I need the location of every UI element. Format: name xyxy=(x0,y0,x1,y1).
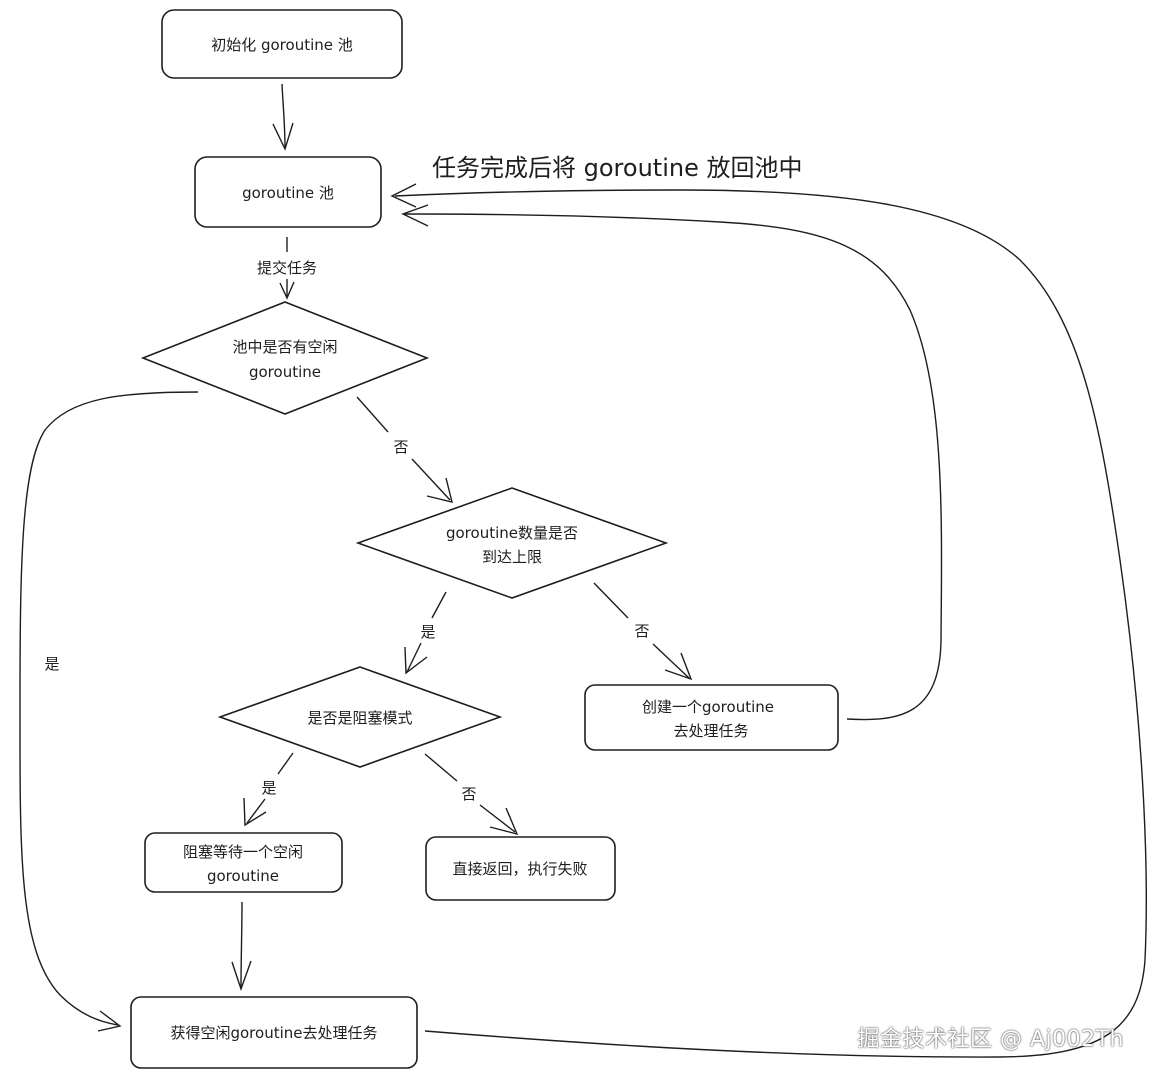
edge-no2-label: 否 xyxy=(634,622,649,640)
node-has-idle-decision xyxy=(140,301,430,415)
edge-init-to-pool-arrowhead xyxy=(272,122,294,151)
node-get-idle-label: 获得空闲goroutine去处理任务 xyxy=(170,1024,377,1042)
edge-return-to-pool-path xyxy=(394,189,1147,1058)
edge-no1-lower xyxy=(411,458,451,501)
node-blocking-mode-label: 是否是阻塞模式 xyxy=(307,709,412,727)
node-get-idle xyxy=(130,996,418,1069)
edge-yes1-lower xyxy=(406,642,422,673)
edge-yes2-lower xyxy=(246,798,266,824)
edge-wait-to-get-idle-arrowhead xyxy=(231,960,252,992)
edge-no3-lower xyxy=(479,804,516,833)
node-create-goroutine xyxy=(584,684,839,751)
edge-init-to-pool xyxy=(281,83,286,149)
edge-no1-upper xyxy=(356,396,389,433)
edge-yes1-upper xyxy=(431,591,447,619)
edge-create-to-pool-arrowhead xyxy=(401,204,429,227)
edge-no1-label: 否 xyxy=(393,438,408,456)
node-block-wait xyxy=(144,832,343,893)
edge-return-to-pool-label: 任务完成后将 goroutine 放回池中 xyxy=(432,154,802,182)
edge-yes2-arrowhead xyxy=(243,797,267,827)
edge-return-to-pool-arrowhead xyxy=(390,183,417,208)
node-init-pool xyxy=(161,9,403,79)
node-has-idle-label-line1: 池中是否有空闲 xyxy=(232,338,337,356)
node-block-wait-label-line1: 阻塞等待一个空闲 xyxy=(183,843,303,861)
edge-yes2-upper xyxy=(277,752,294,775)
watermark: 掘金技术社区 @ Aj002Th xyxy=(857,1027,1124,1052)
node-goroutine-pool-label: goroutine 池 xyxy=(242,184,334,202)
node-reached-limit-decision xyxy=(355,487,669,599)
edge-no3-upper xyxy=(424,753,458,782)
node-return-fail xyxy=(425,836,616,901)
edge-no3-label: 否 xyxy=(461,785,476,803)
edge-no2-upper xyxy=(593,582,629,619)
node-reached-limit-label-line2: 到达上限 xyxy=(482,548,542,566)
node-block-wait-label-line2: goroutine xyxy=(207,867,279,885)
node-init-pool-label: 初始化 goroutine 池 xyxy=(211,36,353,54)
edge-yes1-label: 是 xyxy=(420,623,435,641)
node-create-goroutine-label-line2: 去处理任务 xyxy=(673,722,748,740)
edge-yes2-label: 是 xyxy=(261,779,276,797)
edge-no3-arrowhead xyxy=(489,807,519,836)
node-return-fail-label: 直接返回，执行失败 xyxy=(452,860,587,878)
node-blocking-mode-decision xyxy=(217,666,503,768)
edge-submit-arrowhead xyxy=(279,281,295,300)
edge-yes-idle-path xyxy=(19,391,199,1026)
edge-create-to-pool-path xyxy=(404,213,943,721)
edge-yes1-arrowhead xyxy=(404,646,428,675)
node-create-goroutine-label-line1: 创建一个goroutine xyxy=(642,698,774,716)
edge-no2-arrowhead xyxy=(664,652,693,681)
node-has-idle-label-line2: goroutine xyxy=(249,363,321,381)
edge-yes-idle-label: 是 xyxy=(44,655,59,673)
edge-wait-to-get-idle xyxy=(240,901,243,988)
edge-no2-lower xyxy=(652,643,690,679)
node-reached-limit-label-line1: goroutine数量是否 xyxy=(446,524,578,542)
node-goroutine-pool xyxy=(194,156,382,228)
edge-submit-label: 提交任务 xyxy=(257,259,317,277)
edge-no1-arrowhead xyxy=(426,477,453,503)
edge-yes-idle-arrowhead xyxy=(97,1010,122,1032)
